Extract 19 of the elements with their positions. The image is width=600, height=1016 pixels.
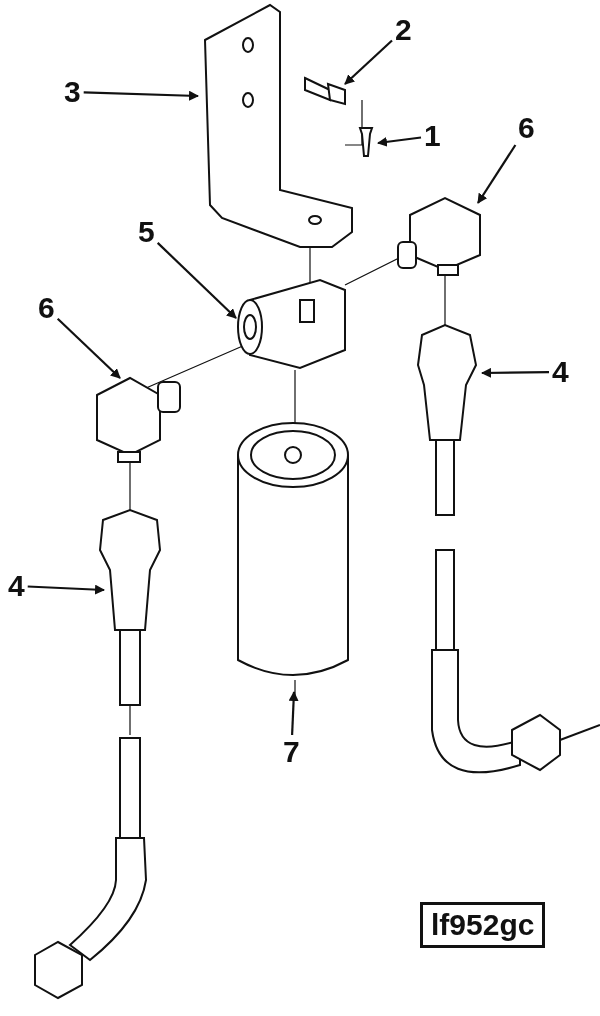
callout-number: 2	[395, 14, 412, 46]
callout-number: 5	[138, 216, 155, 248]
callout-number: 6	[38, 292, 55, 324]
leader-line	[288, 691, 299, 736]
leader-line	[156, 242, 237, 319]
callout-number: 3	[64, 76, 81, 108]
leader-line	[377, 136, 422, 147]
callout-number: 7	[283, 736, 300, 768]
drawing-code-label: lf952gc	[420, 902, 546, 948]
callout-number: 1	[424, 120, 441, 152]
leader-line	[83, 90, 199, 101]
leader-line	[344, 39, 393, 85]
leader-line	[477, 144, 517, 204]
leader-line	[27, 584, 105, 595]
callout-number: 4	[8, 570, 25, 602]
callout-number: 6	[518, 112, 535, 144]
leader-line	[56, 318, 121, 379]
callout-number: 4	[552, 356, 569, 388]
leader-line	[481, 367, 549, 378]
